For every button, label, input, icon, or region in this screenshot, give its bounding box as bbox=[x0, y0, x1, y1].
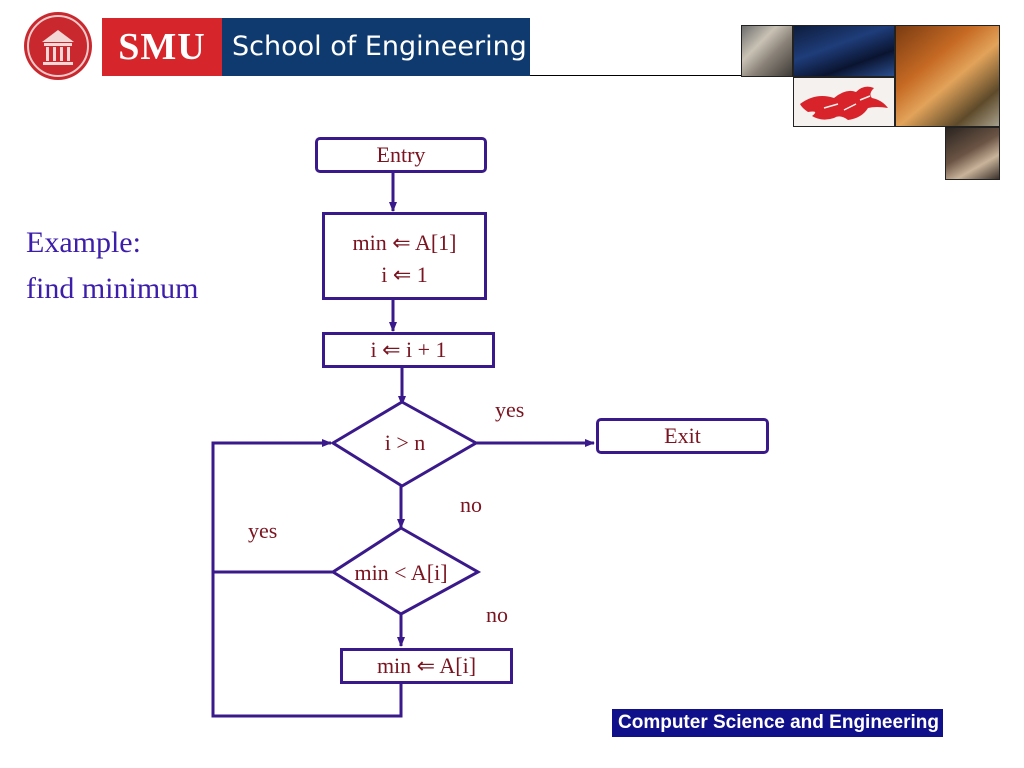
edge-label-yes-loop: yes bbox=[248, 518, 278, 543]
entry-label: Entry bbox=[376, 142, 426, 167]
assign-label: min ⇐ A[i] bbox=[376, 653, 477, 678]
slide-title-line2: find minimum bbox=[26, 272, 199, 305]
increment-label: i ⇐ i + 1 bbox=[370, 337, 447, 362]
brand-name: SMU bbox=[118, 26, 206, 68]
exit-node: Exit bbox=[596, 418, 769, 454]
header-divider bbox=[530, 75, 742, 76]
slide-title-line1: Example: bbox=[26, 226, 141, 259]
header-photo-portrait bbox=[741, 25, 793, 77]
school-banner: School of Engineering bbox=[222, 18, 530, 76]
condition2-label: min < A[i] bbox=[354, 560, 448, 585]
header-photo-students bbox=[945, 127, 1000, 180]
university-seal-icon bbox=[24, 12, 92, 80]
entry-node: Entry bbox=[315, 137, 487, 173]
department-footer: Computer Science and Engineering bbox=[612, 709, 943, 737]
increment-node: i ⇐ i + 1 bbox=[322, 332, 495, 368]
decision-condition2 bbox=[330, 526, 482, 616]
edge-label-no-condition1: no bbox=[460, 492, 482, 517]
school-name: School of Engineering bbox=[232, 31, 527, 62]
mustang-logo-icon bbox=[793, 77, 895, 127]
edge-assign-loop-back bbox=[211, 439, 403, 718]
init-line1: min ⇐ A[1] bbox=[352, 230, 457, 255]
init-line2: i ⇐ 1 bbox=[381, 262, 428, 287]
decision-condition1 bbox=[330, 400, 480, 488]
slide-title: Example: find minimum bbox=[26, 220, 199, 312]
edge-label-no-condition2: no bbox=[486, 602, 508, 627]
exit-label: Exit bbox=[664, 423, 701, 448]
header-photo-lab bbox=[793, 25, 895, 77]
edge-label-yes-exit: yes bbox=[495, 397, 525, 422]
header-photo-campus bbox=[895, 25, 1000, 127]
init-node: min ⇐ A[1] i ⇐ 1 bbox=[322, 212, 487, 300]
department-name: Computer Science and Engineering bbox=[618, 712, 939, 733]
brand-logo: SMU bbox=[102, 18, 222, 76]
assign-node: min ⇐ A[i] bbox=[340, 648, 513, 684]
condition1-label: i > n bbox=[384, 430, 426, 455]
